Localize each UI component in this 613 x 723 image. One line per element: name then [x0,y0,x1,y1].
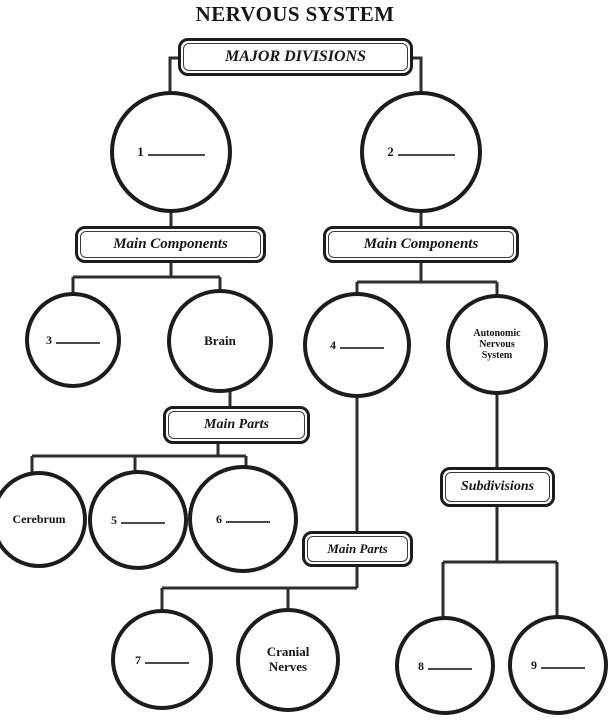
box-main-parts-right-label: Main Parts [327,541,388,556]
box-main-components-right-label: Main Components [363,236,479,252]
answer-blank-3 [56,331,100,344]
circle-3-number: 3 [46,333,52,347]
diagram-title: NERVOUS SYSTEM [195,2,395,26]
box-main-parts-left: Main Parts [163,406,310,444]
circle-blank-8: 8 [395,616,495,715]
answer-blank-1 [147,143,205,156]
box-major-divisions-label: MAJOR DIVISIONS [225,48,366,65]
connector-mc-left-to-children [71,261,222,295]
circle-4-number: 4 [330,338,336,352]
answer-blank-2 [397,143,455,156]
box-major-divisions: MAJOR DIVISIONS [178,38,413,76]
connector-main-parts-left-to-children [30,443,248,473]
box-subdivisions: Subdivisions [440,467,555,507]
circle-blank-3: 3 [25,292,121,388]
connector-mc-right-to-children [355,261,499,297]
answer-blank-5 [121,511,165,524]
connector-main-parts-right-to-children [160,566,359,612]
circle-9-number: 9 [531,658,537,672]
circle-blank-5: 5 [88,470,188,570]
connector-major-to-c2 [411,56,423,94]
circle-autonomic-nervous-system: Autonomic Nervous System [446,294,548,395]
circle-blank-2: 2 [360,91,482,213]
circle-7-number: 7 [135,652,141,667]
circle-blank-9: 9 [508,615,608,715]
box-main-parts-right: Main Parts [302,531,413,567]
circle-brain-label: Brain [204,332,236,348]
box-main-components-left-label: Main Components [113,236,228,252]
circle-6-number: 6 [216,512,222,526]
box-subdivisions-label: Subdivisions [460,479,535,494]
connector-subdivisions-to-children [441,506,559,619]
circle-8-number: 8 [418,658,424,673]
circle-cerebrum-label: Cerebrum [12,511,66,526]
box-main-parts-left-label: Main Parts [204,417,269,432]
circle-blank-7: 7 [111,609,213,710]
circle-cranial-nerves: Cranial Nerves [236,608,340,712]
answer-blank-4 [340,336,384,349]
connector-major-to-c1 [168,56,180,94]
ans-label-line3: System [481,350,513,362]
answer-blank-7 [145,651,189,664]
box-main-components-right: Main Components [323,226,519,263]
circle-blank-1: 1 [110,91,232,213]
circle-5-number: 5 [111,513,117,527]
ans-label-line2: Nervous [479,338,515,350]
ans-label-line1: Autonomic [473,327,521,339]
answer-blank-6 [226,510,270,523]
circle-1-number: 1 [137,144,144,159]
circle-blank-6: 6 [188,465,298,573]
circle-cerebrum: Cerebrum [0,471,87,568]
answer-blank-9 [541,656,585,669]
circle-2-number: 2 [387,144,394,159]
circle-blank-4: 4 [303,292,411,398]
cranial-nerves-line2: Nerves [268,659,308,674]
answer-blank-8 [428,657,472,670]
box-main-components-left: Main Components [75,226,266,263]
circle-brain: Brain [167,289,273,393]
cranial-nerves-line1: Cranial [266,644,310,660]
